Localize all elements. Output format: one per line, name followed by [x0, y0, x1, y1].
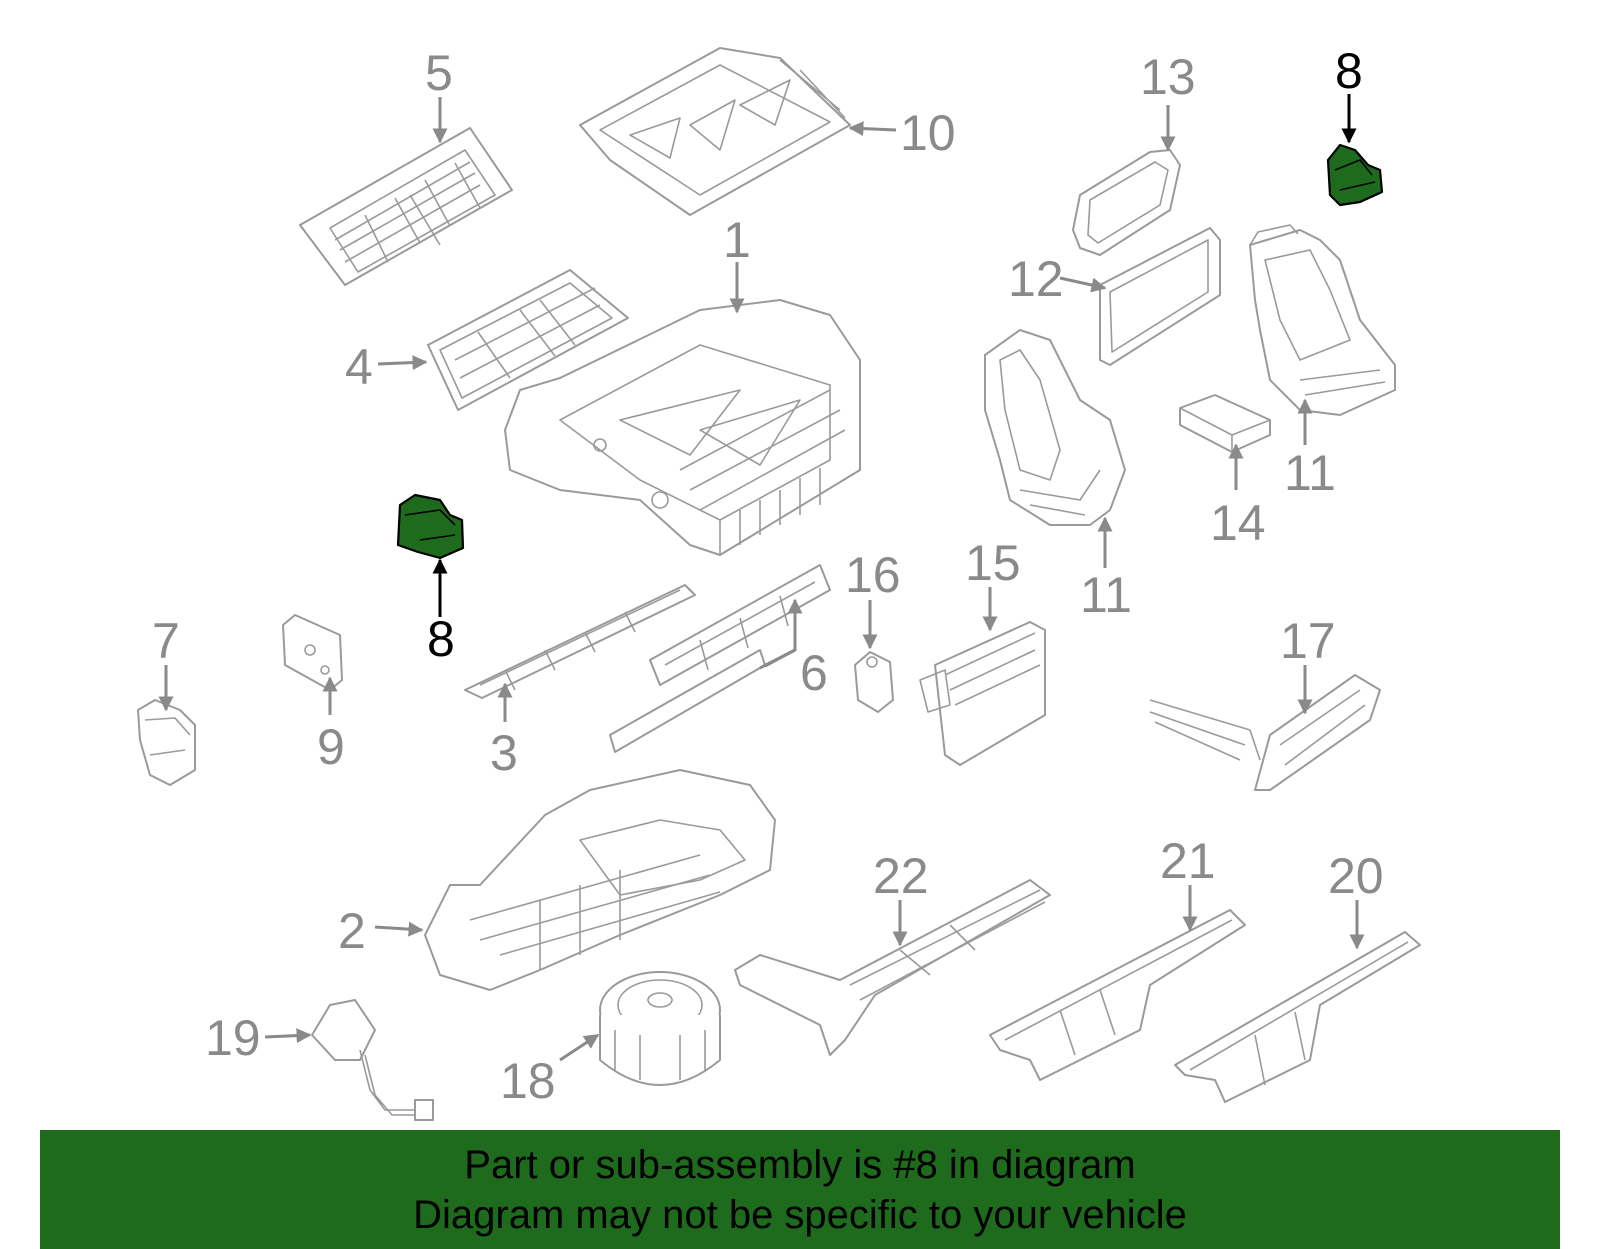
part-11-duct-housing-right: [1249, 224, 1396, 416]
callout-19: 19: [205, 1010, 261, 1066]
callout-10: 10: [900, 105, 956, 161]
part-8-left-shape: [396, 493, 465, 560]
part-10-top-cover: [579, 47, 851, 216]
part-4-small-filter: [427, 269, 629, 411]
part-13-gasket-frame: [1072, 149, 1181, 256]
part-15-evaporator: [919, 621, 1046, 766]
callout-20: 20: [1328, 848, 1384, 904]
callout-22: 22: [873, 848, 929, 904]
part-11-duct-housing-center: [984, 329, 1126, 526]
callout-16: 16: [845, 547, 901, 603]
part-7-bracket: [137, 699, 196, 786]
callout-5: 5: [425, 45, 453, 101]
info-banner: Part or sub-assembly is #8 in diagram Di…: [40, 1130, 1560, 1249]
part-17-heater-core: [1149, 674, 1381, 791]
callout-2: 2: [338, 903, 366, 959]
callout-14: 14: [1210, 495, 1266, 551]
part-18-blower-motor: [599, 971, 721, 1086]
part-16-valve-block: [854, 651, 894, 713]
callout-1: 1: [723, 212, 751, 268]
part-1-main-housing: [504, 299, 861, 556]
callout-13: 13: [1140, 49, 1196, 105]
part-8-actuator-left: [396, 493, 465, 560]
callout-6: 6: [800, 645, 828, 701]
callout-17: 17: [1280, 613, 1336, 669]
part-12-core-filter: [1099, 227, 1221, 366]
callout-8-right: 8: [1335, 43, 1363, 99]
callout-9: 9: [317, 719, 345, 775]
part-20-duct: [1174, 931, 1421, 1103]
banner-line-part-number: Part or sub-assembly is #8 in diagram: [464, 1143, 1136, 1187]
part-9-plate: [282, 614, 343, 691]
part-14-filter-block: [1179, 394, 1271, 453]
banner-line-disclaimer: Diagram may not be specific to your vehi…: [413, 1193, 1187, 1237]
part-21-duct: [989, 909, 1246, 1081]
part-8-actuator-right: [1326, 143, 1384, 207]
leader-arrows: [158, 94, 1365, 1062]
part-3-filter-strip: [464, 584, 696, 699]
callout-4: 4: [345, 339, 373, 395]
part-5-filter-grille: [299, 127, 513, 286]
callout-labels: 5 10 1 4 13 12 8 11 14 11 8 7 9 3 6 16 1…: [152, 43, 1384, 1109]
callout-15: 15: [965, 535, 1021, 591]
callout-11-right: 11: [1284, 445, 1336, 501]
part-22-duct: [734, 879, 1051, 1056]
callout-12: 12: [1008, 251, 1064, 307]
part-19-resistor: [311, 999, 434, 1121]
callout-7: 7: [152, 613, 180, 669]
callout-11-center: 11: [1080, 567, 1132, 623]
callout-18: 18: [500, 1053, 556, 1109]
part-8-right-shape: [1326, 143, 1384, 207]
callout-8-left: 8: [427, 611, 455, 667]
part-6-strips: [609, 564, 831, 753]
callout-21: 21: [1160, 833, 1216, 889]
part-2-lower-housing: [424, 769, 776, 991]
callout-3: 3: [490, 725, 518, 781]
